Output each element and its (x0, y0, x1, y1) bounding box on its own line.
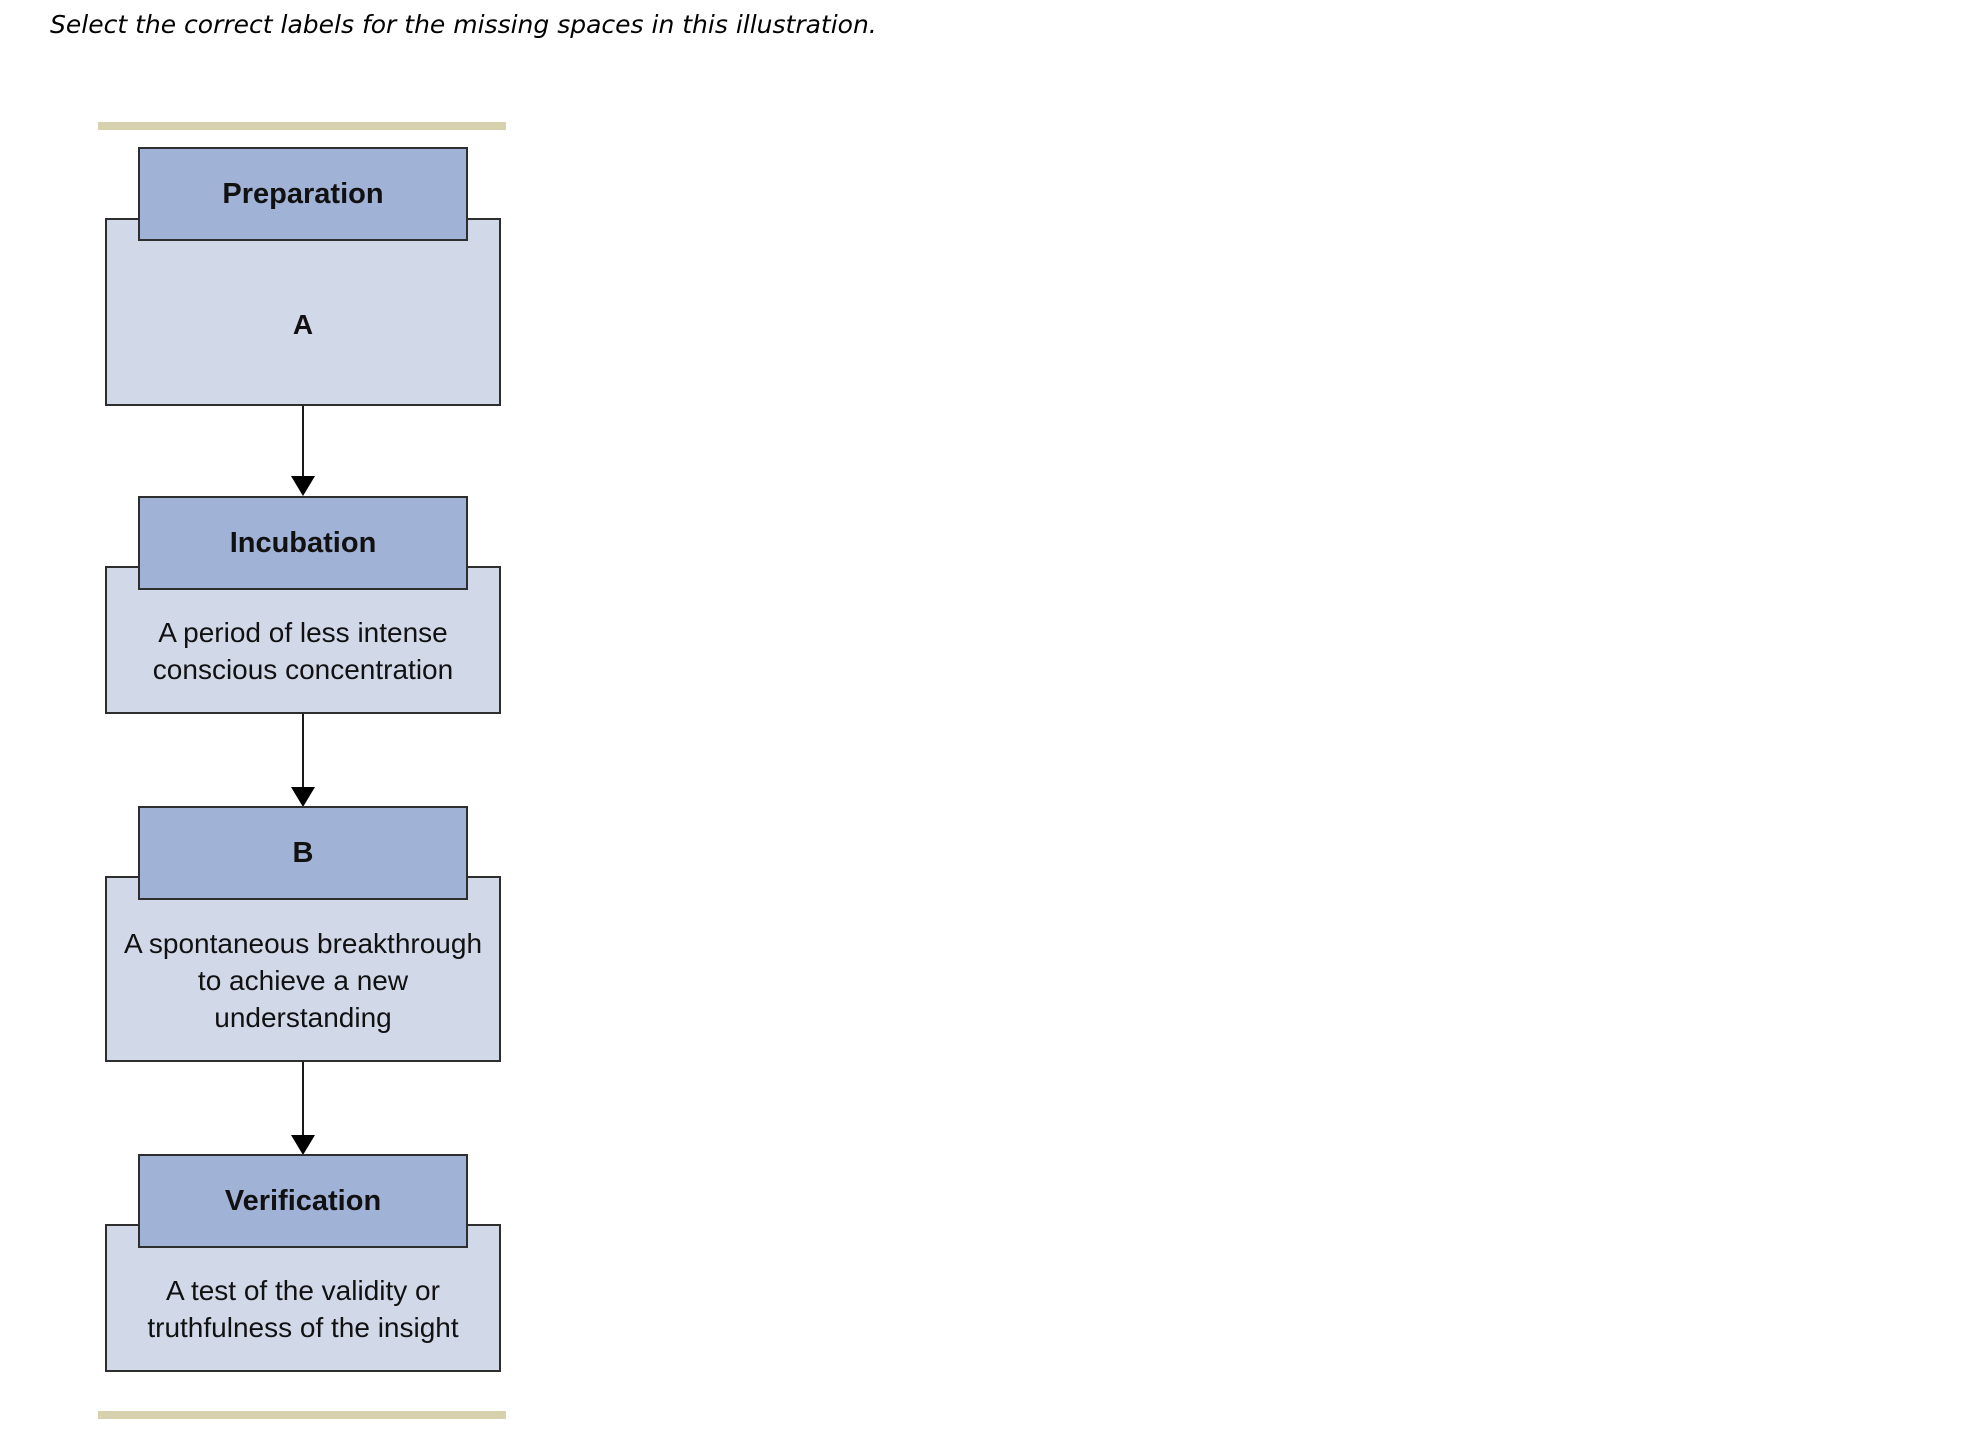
stage-preparation-title: Preparation (222, 177, 384, 210)
stage-incubation-description: A period of less intense conscious conce… (152, 617, 454, 685)
down-arrow-icon (291, 1135, 315, 1155)
stage-verification-description: A test of the validity or truthfulness o… (147, 1275, 459, 1343)
stage-verification-title: Verification (224, 1184, 382, 1217)
stage-b-header: B (138, 806, 468, 900)
stage-b-body: A spontaneous breakthrough to achieve a … (105, 876, 501, 1062)
down-arrow-icon (291, 787, 315, 807)
missing-label-b: B (292, 836, 314, 869)
connector-line-3 (302, 1062, 304, 1137)
stage-incubation-title: Incubation (229, 526, 377, 559)
stage-preparation-body: A (105, 218, 501, 406)
bottom-divider (98, 1411, 506, 1419)
top-divider (98, 122, 506, 130)
stage-incubation-body: A period of less intense conscious conce… (105, 566, 501, 714)
missing-label-a: A (292, 308, 314, 340)
stage-b-description: A spontaneous breakthrough to achieve a … (123, 927, 483, 1033)
stage-verification-header: Verification (138, 1154, 468, 1248)
stage-incubation-header: Incubation (138, 496, 468, 590)
connector-line-1 (302, 406, 304, 478)
stage-preparation-header: Preparation (138, 147, 468, 241)
instruction-text: Select the correct labels for the missin… (50, 10, 877, 39)
connector-line-2 (302, 714, 304, 789)
down-arrow-icon (291, 476, 315, 496)
